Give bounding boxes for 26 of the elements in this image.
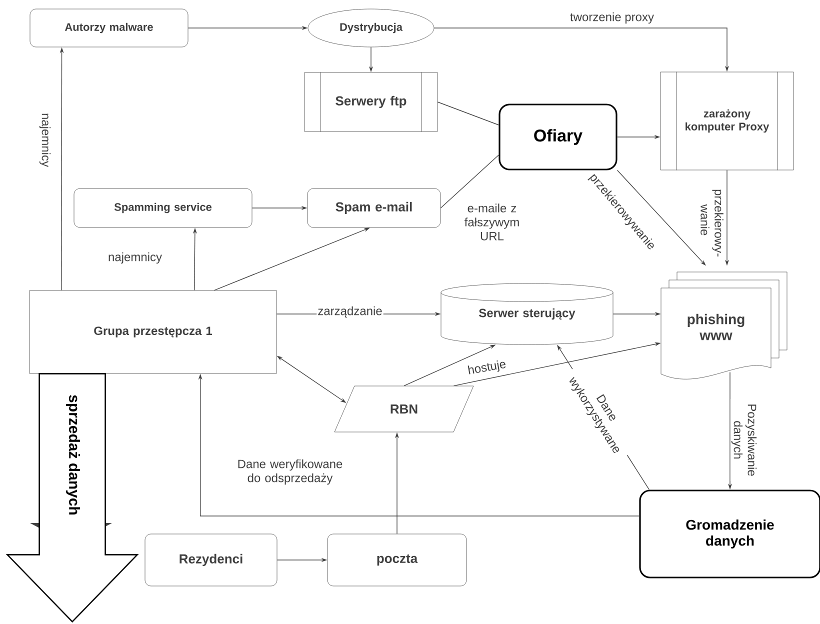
- edge-label: hostuje: [466, 358, 508, 378]
- edge-label: przekierowy- wanie: [700, 188, 724, 256]
- database-cylinder: Serwer sterujący: [440, 283, 614, 345]
- terminal-box: Gromadzenie danych: [639, 490, 820, 578]
- edge-label: najemnicy: [107, 251, 164, 265]
- edge-label: e-maile z fałszywym URL: [454, 202, 530, 242]
- process-box: Rezydenci: [144, 534, 278, 586]
- node-label: Serwer sterujący: [478, 308, 576, 320]
- process-box: Spam e-mail: [307, 188, 441, 228]
- edge-label: sprzedaż danych: [65, 394, 81, 516]
- process-box: Serwery ftp: [304, 72, 438, 132]
- block-arrow: [6, 373, 139, 623]
- process-box: Spamming service: [74, 188, 252, 228]
- edge-label: najemnicy: [38, 112, 52, 168]
- document-stack: phishing www: [660, 272, 788, 380]
- process-box: poczta: [327, 534, 467, 586]
- data-parallelogram: RBN: [334, 386, 474, 432]
- edge-label: Pozyskiwanie danych: [730, 399, 758, 481]
- terminal-box: Ofiary: [498, 104, 618, 170]
- edge-label: zarządzanie: [316, 305, 384, 319]
- edge-label: tworzenie proxy: [568, 11, 656, 25]
- edge-label: Dane weryfikowane do odsprzedaży: [233, 458, 347, 486]
- process-box: Grupa przestępcza 1: [29, 290, 277, 374]
- ellipse-node: Dystrybucja: [308, 8, 434, 48]
- process-box: zarażony komputer Proxy: [660, 72, 794, 170]
- process-box: Autorzy malware: [30, 8, 188, 48]
